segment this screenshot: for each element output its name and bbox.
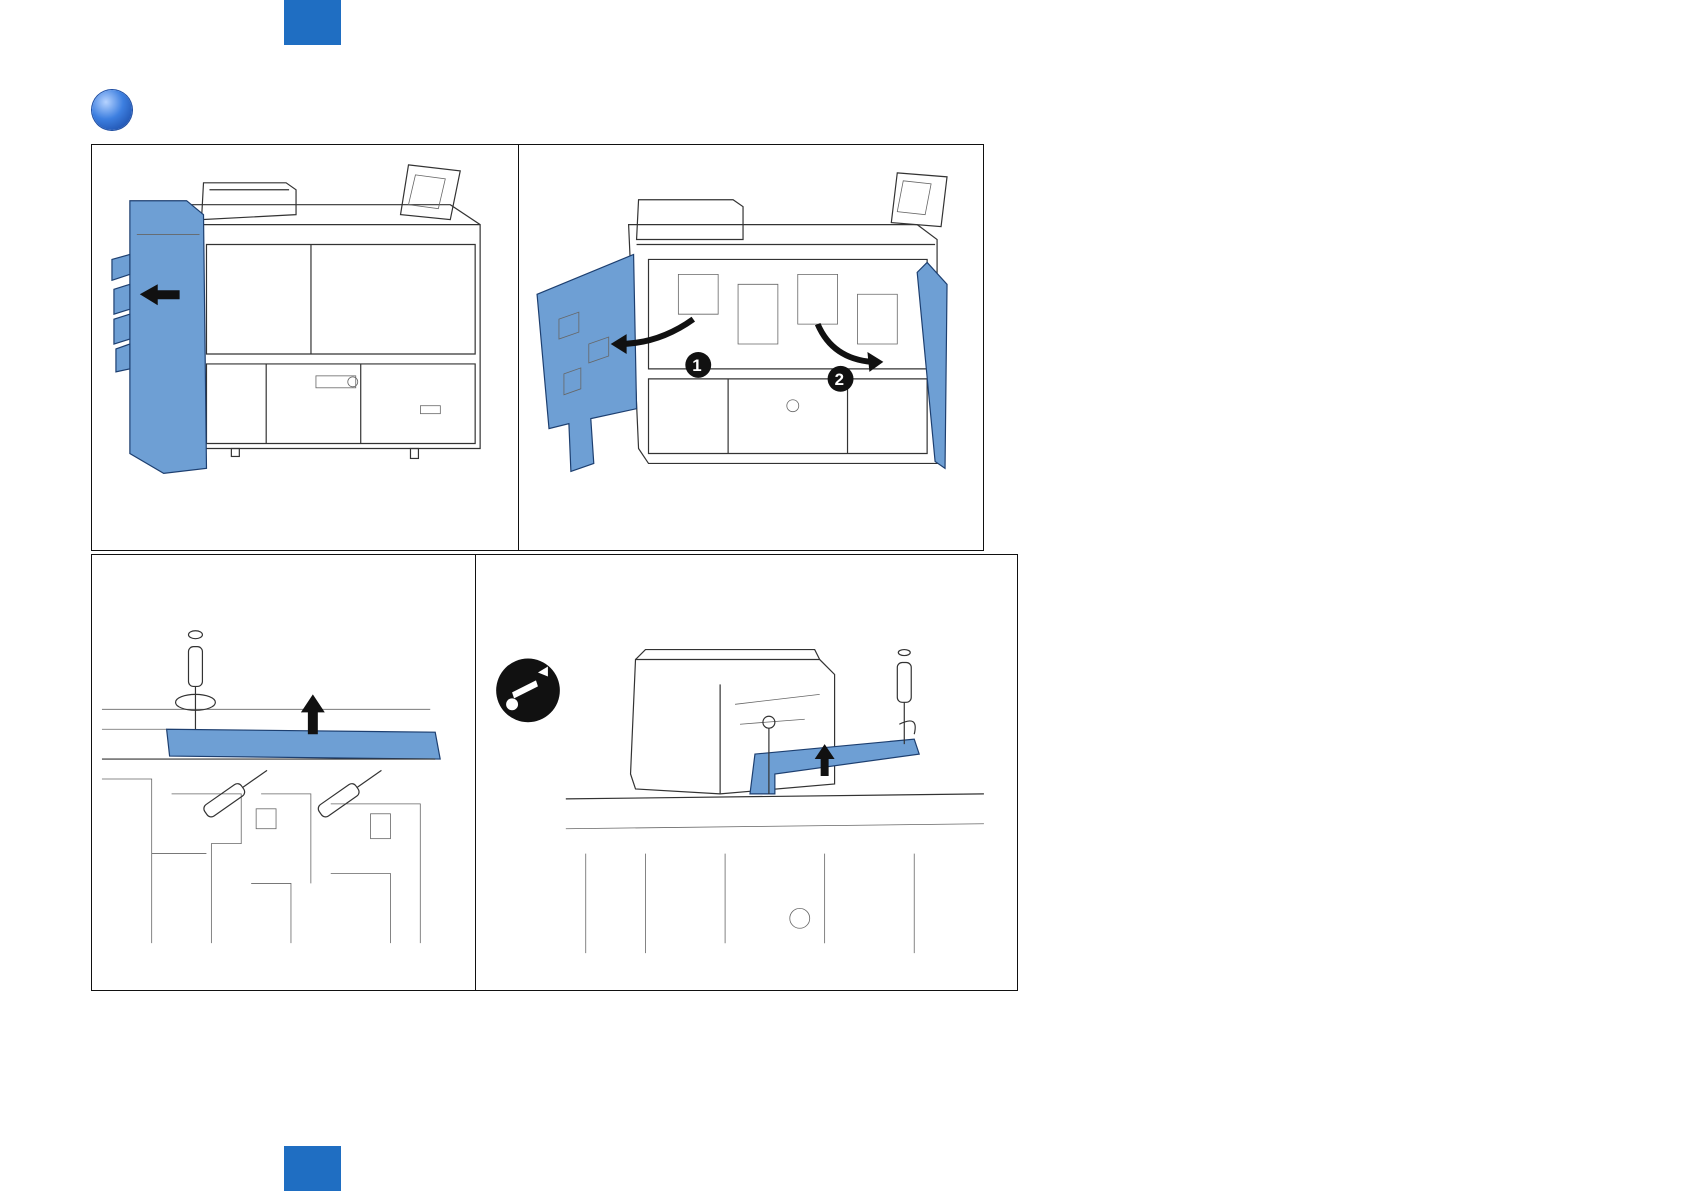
- figure-remove-upper-cover-screws: [91, 554, 476, 991]
- printer-open-covers-illustration: 1 2: [519, 145, 983, 550]
- step-badge-1-label: 1: [692, 356, 701, 375]
- figure-remove-rear-plate: [475, 554, 1018, 991]
- screwdriver-icon: [897, 650, 915, 745]
- figure-remove-side-unit: [91, 144, 519, 551]
- step-badge-2-label: 2: [835, 370, 844, 389]
- upper-cover-screws-illustration: [92, 555, 475, 990]
- section-bullet-icon: [92, 90, 132, 130]
- printer-side-unit-illustration: [92, 145, 518, 550]
- screwdriver-icon: [176, 631, 216, 729]
- footer-tab: [284, 1146, 341, 1191]
- rear-plate-illustration: [476, 555, 1017, 990]
- screw-removal-icon: [496, 659, 560, 723]
- figure-open-front-covers: 1 2: [518, 144, 984, 551]
- arrow-up-icon: [301, 694, 325, 734]
- header-tab: [284, 0, 341, 45]
